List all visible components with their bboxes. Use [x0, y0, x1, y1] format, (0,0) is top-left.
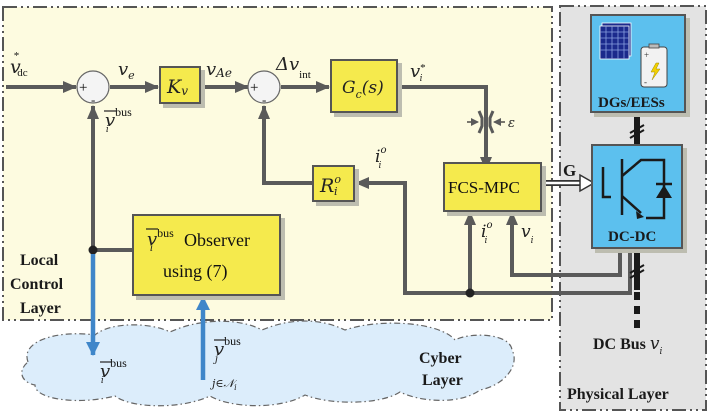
solar-panel-icon: [599, 22, 632, 60]
line-vi-to-fcs: [506, 211, 622, 277]
observer-line2: using (7): [163, 261, 228, 282]
kv-label: Kv: [166, 76, 188, 98]
gc-label: Gc(s): [342, 78, 384, 101]
vi-star-label: v*i: [410, 61, 426, 84]
junction-dot-right: [465, 288, 475, 298]
igbt-switch-icon: [601, 158, 666, 220]
dgs-eess-label: DGs/EESs: [598, 95, 665, 111]
gc-block[interactable]: [330, 59, 398, 113]
r-block[interactable]: [312, 165, 355, 202]
line-io-to-r: [355, 177, 470, 295]
observer-block[interactable]: [132, 214, 281, 296]
junction-dot-left: [88, 245, 98, 255]
physical-layer-label: Physical Layer: [567, 386, 669, 403]
dvint-label: Δvint: [275, 54, 311, 81]
observer-line1: Observer: [184, 230, 250, 250]
cyber-layer-cloud: [21, 320, 515, 407]
gate-signal-arrow: [541, 173, 596, 193]
vi-label: vi: [521, 222, 534, 246]
kv-block[interactable]: [159, 66, 201, 104]
cyber-layer-label: Cyber Layer: [419, 350, 465, 389]
neighbor-set-label: j∈𝒩i: [209, 377, 238, 392]
svg-text:+: +: [79, 80, 87, 96]
local-control-layer-label: Local Control Layer: [10, 252, 67, 317]
vae-label: vAe: [206, 59, 232, 80]
battery-icon: + -: [640, 43, 668, 88]
epsilon-label: ε: [508, 116, 515, 131]
svg-text:-: -: [262, 92, 266, 107]
svg-text:-: -: [91, 92, 95, 107]
fcs-mpc-block[interactable]: [443, 162, 542, 212]
dc-dc-label: DC-DC: [608, 229, 656, 245]
line-io-from-dcdc: [470, 248, 632, 295]
sum-junction-1: + -: [76, 70, 110, 107]
line-r-to-sum2: [258, 105, 312, 185]
fcs-mpc-label: FCS-MPC: [448, 178, 520, 197]
svg-text:-: -: [644, 77, 647, 87]
gate-label: G: [563, 161, 576, 180]
svg-text:+: +: [250, 80, 258, 96]
epsilon-constriction: [477, 110, 495, 134]
ve-label: ve: [118, 59, 135, 82]
line-gc-to-fcs: [398, 85, 492, 171]
svg-text:+: +: [644, 50, 649, 60]
vdc-label: v*dc: [10, 50, 28, 79]
diode-icon: [656, 185, 672, 198]
sum-junction-2: + -: [247, 70, 281, 107]
